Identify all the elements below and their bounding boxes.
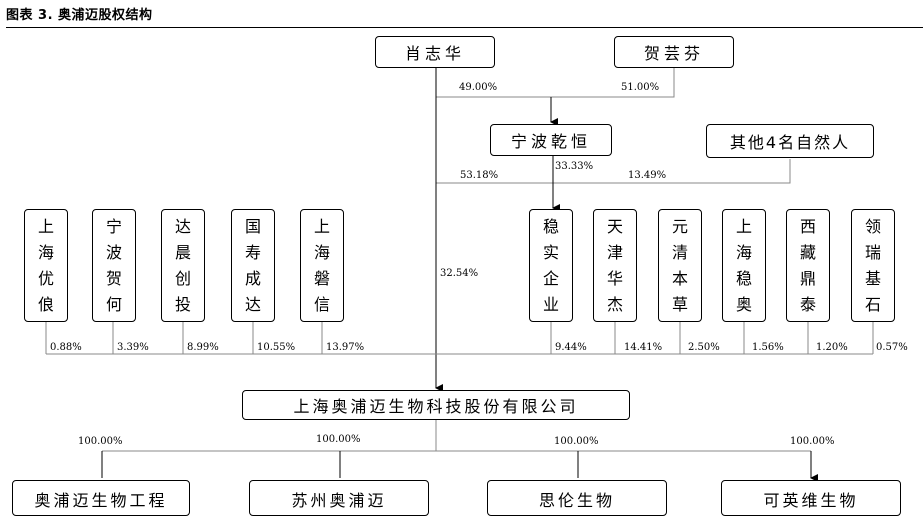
wenshi-feed-line bbox=[436, 159, 791, 184]
title-rule bbox=[6, 27, 923, 28]
shareholder-pct: 1.20% bbox=[816, 342, 848, 353]
shareholder-pct: 10.55% bbox=[257, 342, 296, 353]
shareholder-pct: 3.39% bbox=[117, 342, 149, 353]
shareholder-pct: 2.50% bbox=[688, 342, 720, 353]
shareholder-box: 国寿成达 bbox=[231, 209, 275, 322]
shareholder-pct: 9.44% bbox=[555, 342, 587, 353]
pct-xiao-ningbo: 49.00% bbox=[459, 82, 498, 93]
pct-he-ningbo: 51.00% bbox=[621, 82, 660, 93]
pct-xiao-direct: 32.54% bbox=[440, 268, 479, 279]
shareholder-box: 上海优俍 bbox=[24, 209, 68, 322]
shareholder-pct: 1.56% bbox=[752, 342, 784, 353]
shareholder-box: 西藏鼎泰 bbox=[786, 209, 830, 322]
others-box: 其他4名自然人 bbox=[706, 124, 874, 158]
shareholder-pct: 0.88% bbox=[50, 342, 82, 353]
shareholder-box: 稳实企业 bbox=[529, 209, 573, 322]
subsidiary-box: 奥浦迈生物工程 bbox=[12, 480, 190, 516]
figure-title: 图表 3. 奥浦迈股权结构 bbox=[6, 8, 153, 23]
shareholder-box: 元清本草 bbox=[658, 209, 702, 322]
ningbo-qianheng-box: 宁波乾恒 bbox=[490, 124, 612, 156]
shareholder-pct: 13.97% bbox=[326, 342, 365, 353]
subsidiary-box: 可英维生物 bbox=[721, 480, 901, 516]
shareholder-box: 上海稳奥 bbox=[722, 209, 766, 322]
right-holder-drops bbox=[550, 322, 874, 354]
shareholder-box: 达晨创投 bbox=[161, 209, 205, 322]
subsidiary-arrows bbox=[101, 451, 811, 478]
pct-others-wenshi: 13.49% bbox=[628, 170, 667, 181]
shareholder-box: 上海磐信 bbox=[300, 209, 344, 322]
pct-ningbo-wenshi: 33.33% bbox=[555, 161, 594, 172]
subsidiary-box: 苏州奥浦迈 bbox=[249, 480, 429, 516]
subsidiary-pct: 100.00% bbox=[554, 436, 599, 447]
left-holder-drops bbox=[45, 322, 323, 354]
shareholder-box: 天津华杰 bbox=[593, 209, 637, 322]
shareholder-pct: 8.99% bbox=[187, 342, 219, 353]
shareholder-box: 宁波贺何 bbox=[92, 209, 136, 322]
shareholder-box: 领瑞基石 bbox=[851, 209, 895, 322]
pct-xiao-wenshi: 53.18% bbox=[460, 170, 499, 181]
shareholder-pct: 0.57% bbox=[876, 342, 908, 353]
shareholder-pct: 14.41% bbox=[624, 342, 663, 353]
subsidiary-pct: 100.00% bbox=[790, 436, 835, 447]
subsidiary-pct: 100.00% bbox=[316, 434, 361, 445]
subsidiary-pct: 100.00% bbox=[78, 436, 123, 447]
subsidiary-box: 思伦生物 bbox=[487, 480, 667, 516]
holder-box-he: 贺芸芬 bbox=[614, 36, 734, 68]
holder-box-xiao: 肖志华 bbox=[375, 36, 495, 68]
company-box: 上海奥浦迈生物科技股份有限公司 bbox=[242, 390, 630, 420]
